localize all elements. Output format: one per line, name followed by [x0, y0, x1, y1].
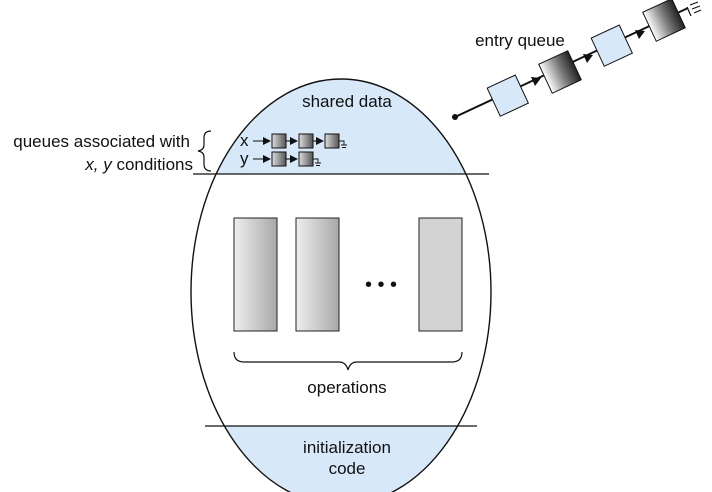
operation-box — [295, 217, 340, 332]
queue-x-label: x — [240, 131, 249, 150]
queue-y-node — [271, 151, 287, 167]
queue-x-node — [324, 133, 340, 149]
queues-label-vars: x, y — [84, 155, 113, 174]
queues-label-line1: queues associated with — [13, 132, 190, 151]
entry-arrowhead — [635, 30, 645, 39]
operation-box — [418, 217, 463, 332]
queues-label-rest: conditions — [112, 155, 193, 174]
queue-y-node — [298, 151, 314, 167]
entry-queue-node — [538, 50, 582, 94]
operations-brace — [233, 351, 463, 371]
operations-label: operations — [307, 378, 386, 397]
condition-queue-x: x — [240, 131, 347, 150]
condition-queue-y: y — [240, 149, 321, 168]
queue-x-node — [298, 133, 314, 149]
operation-box — [233, 217, 278, 332]
queue-y-label: y — [240, 149, 249, 168]
queues-label-line2: x, y conditions — [84, 155, 193, 174]
queues-brace — [197, 130, 212, 172]
entry-queue-node — [590, 24, 634, 67]
entry-queue: entry queue — [452, 0, 702, 120]
entry-queue-label: entry queue — [475, 31, 565, 50]
init-label-line1: initialization — [303, 438, 391, 457]
queue-y-ground-icon — [313, 158, 321, 166]
init-label-line2: code — [329, 459, 366, 478]
operations-group: • • • operations — [233, 217, 463, 397]
queue-x-node — [271, 133, 287, 149]
entry-arrowhead — [531, 77, 541, 86]
entry-ground-icon — [686, 1, 702, 17]
entry-queue-node — [642, 0, 686, 42]
entry-arrowhead — [583, 54, 593, 63]
operations-ellipsis: • • • — [365, 274, 397, 296]
entry-point — [452, 114, 458, 120]
shared-data-label: shared data — [302, 92, 392, 111]
queue-x-ground-icon — [339, 140, 347, 148]
shared-data-region — [191, 79, 491, 174]
entry-queue-node — [486, 74, 530, 117]
